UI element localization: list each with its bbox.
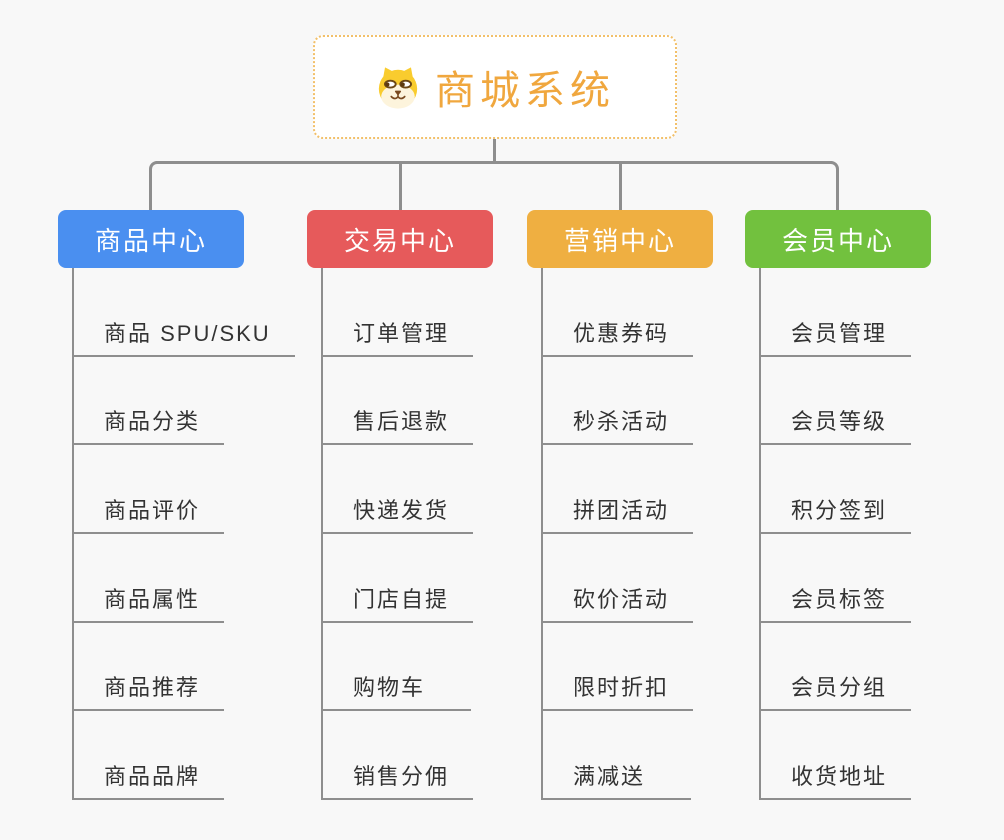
branch-trunk-line <box>759 268 761 800</box>
topic-item[interactable]: 销售分佣 <box>321 711 474 800</box>
branch-member: 会员中心会员管理会员等级积分签到会员标签会员分组收货地址 <box>745 210 1004 800</box>
topic-item[interactable]: 收货地址 <box>759 711 912 800</box>
topic-item[interactable]: 砍价活动 <box>541 534 694 623</box>
topic-item[interactable]: 秒杀活动 <box>541 357 694 446</box>
topic-item[interactable]: 积分签到 <box>759 445 912 534</box>
branch-items: 优惠券码秒杀活动拼团活动砍价活动限时折扣满减送 <box>541 268 694 800</box>
branch-trunk-line <box>541 268 543 800</box>
branch-header-marketing[interactable]: 营销中心 <box>527 210 713 268</box>
topic-item[interactable]: 商品推荐 <box>72 623 225 712</box>
branch-marketing: 营销中心优惠券码秒杀活动拼团活动砍价活动限时折扣满减送 <box>527 210 797 800</box>
topic-item[interactable]: 订单管理 <box>321 268 474 357</box>
branch-header-member[interactable]: 会员中心 <box>745 210 931 268</box>
topic-item[interactable]: 满减送 <box>541 711 691 800</box>
connector-drop-trade <box>399 161 402 210</box>
topic-item[interactable]: 售后退款 <box>321 357 474 446</box>
branch-trunk-line <box>72 268 74 800</box>
topic-item[interactable]: 商品 SPU/SKU <box>72 268 295 357</box>
topic-item[interactable]: 商品分类 <box>72 357 225 446</box>
branch-trunk-line <box>321 268 323 800</box>
topic-item[interactable]: 会员管理 <box>759 268 912 357</box>
topic-item[interactable]: 优惠券码 <box>541 268 694 357</box>
topic-item[interactable]: 会员等级 <box>759 357 912 446</box>
connector-root-stub <box>493 138 496 164</box>
branch-items: 会员管理会员等级积分签到会员标签会员分组收货地址 <box>759 268 912 800</box>
branch-header-trade[interactable]: 交易中心 <box>307 210 493 268</box>
root-topic[interactable]: 商城系统 <box>313 35 677 139</box>
topic-item[interactable]: 会员标签 <box>759 534 912 623</box>
topic-item[interactable]: 限时折扣 <box>541 623 694 712</box>
connector-horizontal-line <box>156 161 832 164</box>
connector-corner-left <box>149 161 171 210</box>
topic-item[interactable]: 门店自提 <box>321 534 474 623</box>
topic-item[interactable]: 商品属性 <box>72 534 225 623</box>
topic-item[interactable]: 会员分组 <box>759 623 912 712</box>
shiba-dog-icon <box>375 64 421 110</box>
branch-items: 订单管理售后退款快递发货门店自提购物车销售分佣 <box>321 268 474 800</box>
branch-header-goods[interactable]: 商品中心 <box>58 210 244 268</box>
topic-item[interactable]: 快递发货 <box>321 445 474 534</box>
topic-item[interactable]: 购物车 <box>321 623 471 712</box>
root-title: 商城系统 <box>435 69 615 113</box>
branch-trade: 交易中心订单管理售后退款快递发货门店自提购物车销售分佣 <box>307 210 577 800</box>
topic-item[interactable]: 商品品牌 <box>72 711 225 800</box>
connector-corner-right <box>817 161 839 210</box>
topic-item[interactable]: 商品评价 <box>72 445 225 534</box>
connector-drop-marketing <box>619 161 622 210</box>
topic-item[interactable]: 拼团活动 <box>541 445 694 534</box>
